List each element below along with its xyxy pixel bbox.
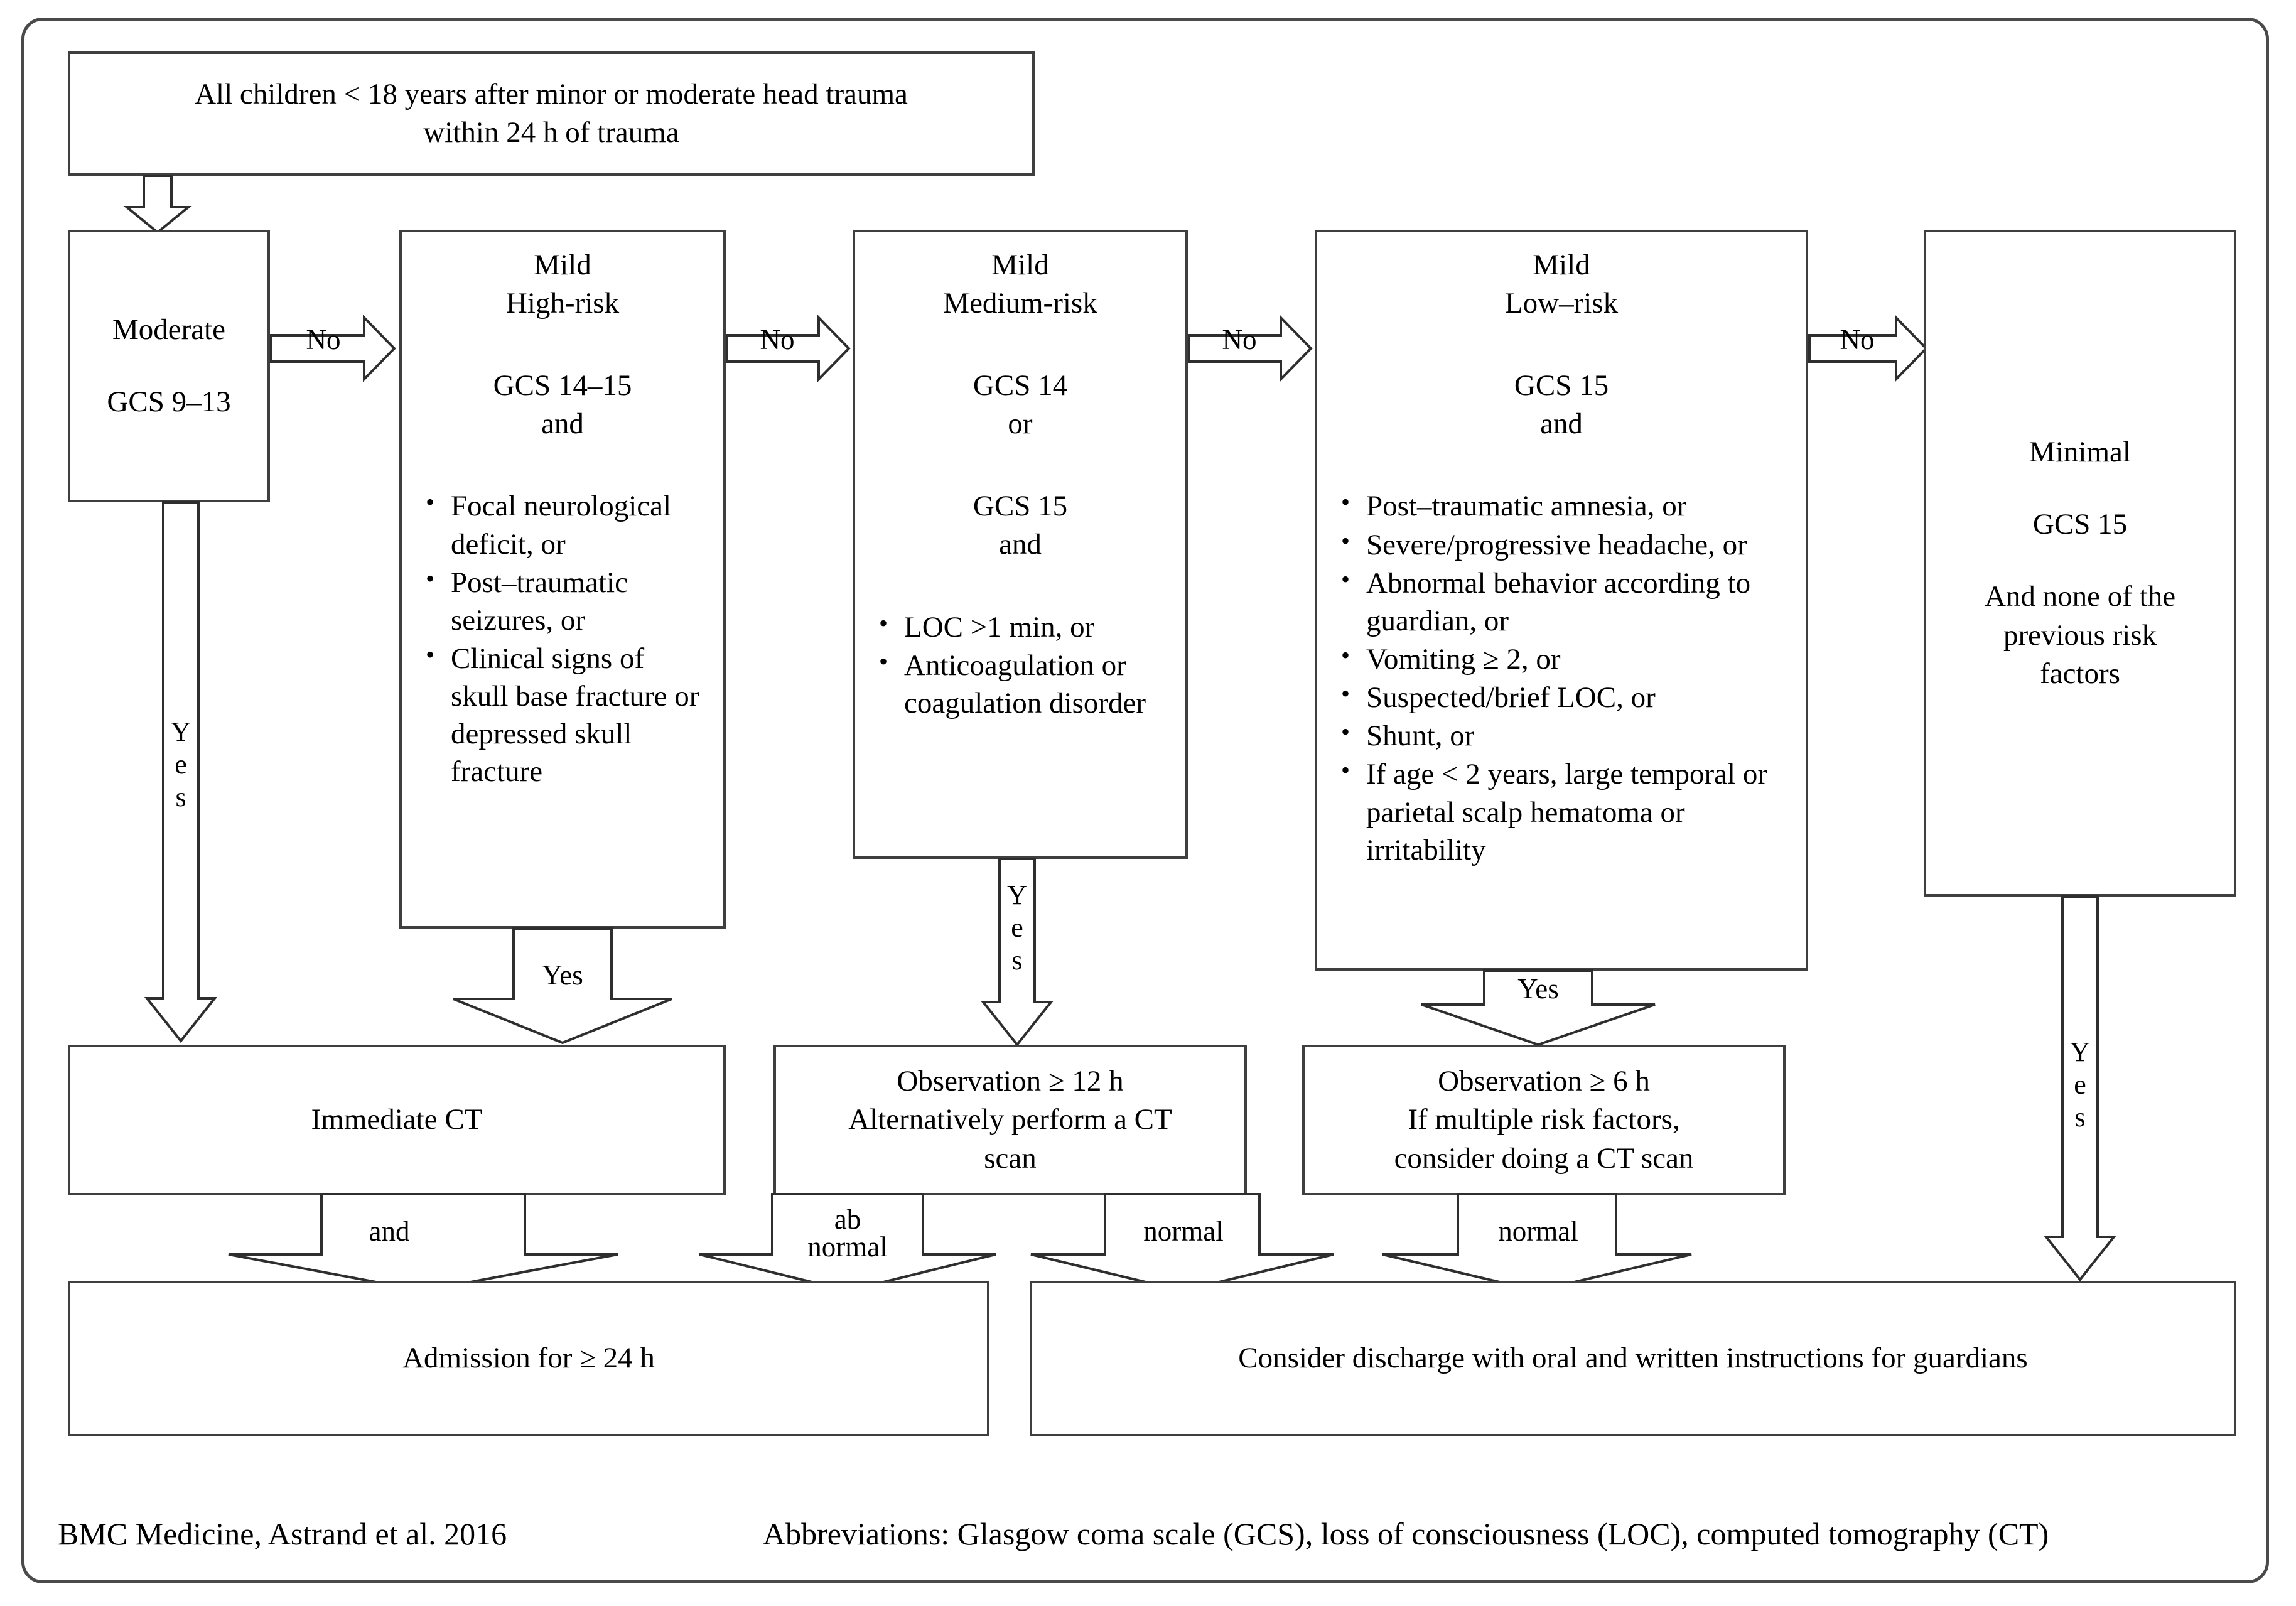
abnormal-line-1: ab [834,1204,861,1235]
obs6-line-3: consider doing a CT scan [1394,1141,1694,1175]
arrow-and-ct-to-admission [226,1193,622,1293]
arrow-yes-minimal-to-discharge [2042,895,2118,1282]
low-risk-conj: and [1540,407,1583,441]
box-admission: Admission for ≥ 24 h [68,1281,989,1436]
high-risk-conj: and [541,407,584,441]
medium-risk-gcs-2: GCS 15 [973,490,1068,523]
minimal-header: Minimal [2029,436,2131,469]
yes-letter-y: Y [2070,1037,2090,1067]
population-line-2: within 24 h of trauma [423,116,679,149]
box-population-criteria: All children < 18 years after minor or m… [68,51,1035,176]
box-minimal: Minimal GCS 15 And none of the previous … [1924,230,2236,897]
yes-letter-y: Y [1007,880,1027,910]
arrow-yes-high-risk-to-ct [451,927,674,1045]
box-mild-low-risk: Mild Low–risk GCS 15 and Post–traumatic … [1315,230,1808,971]
medium-risk-conj-2: and [999,528,1042,561]
box-discharge: Consider discharge with oral and written… [1030,1281,2236,1436]
yes-letter-s: s [1011,944,1023,976]
yes-letter-e: e [175,748,187,780]
list-item: Suspected/brief LOC, or [1334,677,1789,716]
edge-label-yes-high-risk: Yes [542,959,583,991]
medium-risk-header-1: Mild [991,249,1049,281]
arrow-no-moderate-to-high-risk [270,314,397,383]
box-mild-high-risk: Mild High-risk GCS 14–15 and Focal neuro… [399,230,726,929]
box-moderate: Moderate GCS 9–13 [68,230,270,502]
edge-label-yes-low-risk: Yes [1517,973,1559,1005]
box-observation-6h: Observation ≥ 6 h If multiple risk facto… [1302,1045,1786,1195]
list-item: Abnormal behavior according to guardian,… [1334,563,1789,640]
arrow-yes-moderate-to-ct [143,501,218,1043]
box-observation-12h: Observation ≥ 12 h Alternatively perform… [773,1045,1247,1195]
yes-letter-y: Y [171,716,191,747]
obs12-line-1: Observation ≥ 12 h [897,1065,1124,1098]
footer-citation: BMC Medicine, Astrand et al. 2016 [58,1516,507,1551]
low-risk-header-2: Low–risk [1504,287,1619,320]
arrow-yes-medium-risk-to-obs12 [979,858,1055,1047]
arrow-no-medium-risk-to-low-risk [1188,314,1313,383]
edge-label-no-1: No [306,324,341,355]
box-immediate-ct: Immediate CT [68,1045,726,1195]
arrow-no-low-risk-to-minimal [1808,314,1929,383]
discharge-label: Consider discharge with oral and written… [1238,1342,2028,1375]
minimal-note-3: factors [2040,657,2120,690]
edge-label-yes-minimal: Y e s [2066,1036,2094,1134]
edge-label-abnormal: ab normal [794,1205,901,1261]
arrow-no-high-risk-to-medium-risk [726,314,851,383]
obs12-line-3: scan [984,1141,1037,1175]
high-risk-header-2: High-risk [505,287,620,320]
edge-label-no-2: No [760,324,795,355]
obs6-line-1: Observation ≥ 6 h [1438,1065,1650,1098]
yes-letter-s: s [2074,1101,2086,1133]
low-risk-gcs: GCS 15 [1514,369,1609,402]
list-item: Clinical signs of skull base fracture or… [418,639,707,791]
list-item: Anticoagulation or coagulation disorder [871,645,1169,722]
medium-risk-bullet-list: LOC >1 min, or Anticoagulation or coagul… [871,607,1169,723]
population-line-1: All children < 18 years after minor or m… [195,77,908,110]
obs6-line-2: If multiple risk factors, [1408,1103,1680,1136]
high-risk-gcs: GCS 14–15 [493,369,632,402]
edge-label-normal-1: normal [1143,1215,1224,1247]
admission-label: Admission for ≥ 24 h [402,1342,655,1375]
high-risk-header-1: Mild [534,249,591,281]
medium-risk-conj-1: or [1008,407,1033,441]
list-item: If age < 2 years, large temporal or pari… [1334,754,1789,868]
minimal-gcs: GCS 15 [2032,508,2128,541]
yes-letter-e: e [2074,1069,2086,1100]
edge-label-yes-moderate: Y e s [166,716,195,814]
edge-label-normal-2: normal [1498,1215,1578,1247]
arrow-normal-obs6-to-discharge [1380,1193,1694,1293]
edge-label-no-3: No [1222,324,1257,355]
footer-abbreviations: Abbreviations: Glasgow coma scale (GCS),… [763,1516,2049,1551]
edge-label-and: and [369,1215,410,1247]
minimal-note-2: previous risk [2003,618,2157,652]
box-mild-medium-risk: Mild Medium-risk GCS 14 or GCS 15 and LO… [853,230,1188,859]
yes-letter-s: s [175,781,186,812]
yes-letter-e: e [1011,912,1023,943]
immediate-ct-label: Immediate CT [311,1103,483,1136]
list-item: LOC >1 min, or [871,607,1169,646]
moderate-gcs: GCS 9–13 [107,385,231,418]
list-item: Focal neurological deficit, or [418,486,707,563]
low-risk-header-1: Mild [1533,249,1590,281]
arrow-normal-obs12-to-discharge [1028,1193,1336,1293]
list-item: Severe/progressive headache, or [1334,525,1789,564]
arrow-title-to-moderate [123,175,192,234]
list-item: Post–traumatic seizures, or [418,563,707,639]
obs12-line-2: Alternatively perform a CT [848,1103,1172,1136]
medium-risk-header-2: Medium-risk [943,287,1097,320]
minimal-note-1: And none of the [1984,580,2176,613]
moderate-header: Moderate [112,313,226,346]
high-risk-bullet-list: Focal neurological deficit, or Post–trau… [418,486,707,791]
arrow-abnormal-obs12-to-admission [697,1193,998,1293]
edge-label-yes-medium-risk: Y e s [1003,879,1032,977]
low-risk-bullet-list: Post–traumatic amnesia, or Severe/progre… [1334,486,1789,870]
list-item: Shunt, or [1334,716,1789,755]
edge-label-no-4: No [1840,324,1875,355]
list-item: Vomiting ≥ 2, or [1334,639,1789,678]
medium-risk-gcs-1: GCS 14 [973,369,1068,402]
abnormal-line-2: normal [807,1231,888,1263]
arrow-yes-low-risk-to-obs6 [1419,969,1657,1047]
list-item: Post–traumatic amnesia, or [1334,486,1789,525]
